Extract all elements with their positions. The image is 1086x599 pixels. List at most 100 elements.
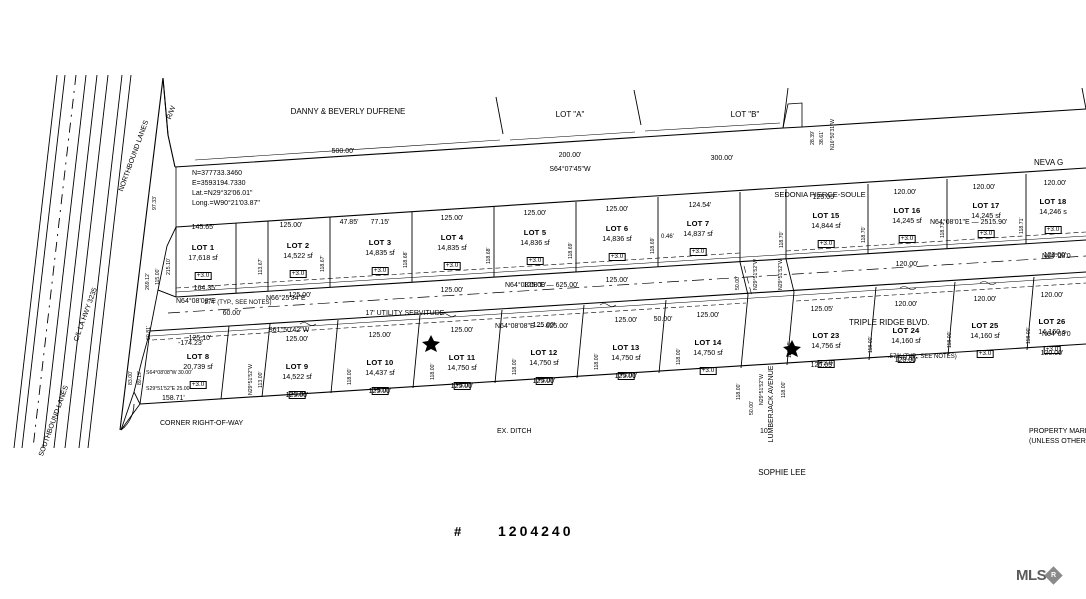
lot-1-name: LOT 1 [191, 243, 215, 252]
lot-7-front: 124.54' [688, 202, 712, 209]
lot-16-name: LOT 16 [893, 206, 921, 215]
dim-corner-3861: 38.61' [819, 131, 825, 145]
coord-longitude: Long.=W90°21'03.87" [192, 200, 260, 207]
lot-10-depth: 118.00' [347, 368, 353, 385]
lot-26-name: LOT 26 [1038, 317, 1066, 326]
lot-25-area: 14,160 sf [970, 331, 1000, 340]
lot-3-front: 77.15' [370, 219, 390, 226]
coord-northing: N=377733.3460 [192, 170, 243, 177]
case-number: 1204240 [498, 523, 574, 539]
lot-25-plus: +3.0 [976, 350, 994, 359]
dim-top-500: 500.00' [331, 148, 355, 155]
dim-4785: 47.85' [339, 219, 359, 226]
front-dim-6: 120.00' [1043, 252, 1067, 259]
lot-2-area: 14,522 sf [283, 251, 313, 260]
lot-5-plus: +3.0 [526, 257, 544, 266]
label-owner-dufrene: DANNY & BEVERLY DUFRENE [290, 107, 406, 116]
label-corner-right-of-way: CORNER RIGHT-OF-WAY [160, 420, 244, 427]
lot-23-front: 125.05' [810, 306, 834, 313]
lot-24-name: LOT 24 [892, 326, 920, 335]
label-lot-a: LOT "A" [555, 110, 585, 119]
bearing-front-left2: N66°25'34"E [266, 295, 306, 302]
dim-6081: 60.81' [146, 326, 152, 340]
lot-10-plus: +3.0 [371, 387, 389, 396]
lot-16-depth: 118.70' [861, 226, 867, 243]
lot-18-name: LOT 18 [1039, 197, 1067, 206]
mls-watermark-text: MLS [1016, 567, 1047, 584]
lot-12-depth: 118.00' [512, 358, 518, 375]
lot-11-depth: 118.00' [430, 363, 436, 380]
lot-12-plus: +3.0 [535, 377, 553, 386]
lot-8-area: 20,739 sf [183, 362, 213, 371]
lumberjack-dim-1: 50.00' [735, 276, 741, 290]
lot-18-plus: +3.0 [1044, 226, 1062, 235]
bearing-bottom-left: S61°50'42"W [268, 327, 310, 334]
lot-11-plus: +3.0 [453, 382, 471, 391]
front-dim-3: 125.00' [523, 282, 547, 289]
lot-7-area: 14,837 sf [683, 229, 713, 238]
lot-26-depth: 118.00' [1026, 327, 1032, 344]
lot-12-area: 14,750 sf [529, 358, 559, 367]
front-dim-5: 120.00' [895, 261, 919, 268]
lot-23-depth: 118.00' [787, 341, 793, 358]
lot-6-area: 14,836 sf [602, 234, 632, 243]
lot-8-plus: +3.0 [189, 381, 207, 390]
mls-watermark-badge: R [1044, 566, 1063, 585]
lot-24-area: 14,160 sf [891, 336, 921, 345]
lot-18-depth: 118.71' [1019, 217, 1025, 234]
lot-10-area: 14,437 sf [365, 368, 395, 377]
lot-10-name: LOT 10 [366, 358, 394, 367]
dim-top-300: 300.00' [710, 155, 734, 162]
lot-14-plus: +3.0 [699, 367, 717, 376]
dim-top-200: 200.00' [558, 152, 582, 159]
rear-dim-13: 125.00' [614, 373, 638, 380]
lot-9-area: 14,522 sf [282, 372, 312, 381]
lot-2-front: 125.00' [279, 222, 303, 229]
lot-4-plus: +3.0 [443, 262, 461, 271]
lot-17-plus: +3.0 [977, 230, 995, 239]
front-dim-4: 125.00' [605, 277, 629, 284]
front-dim-2: 125.00' [440, 287, 464, 294]
lot-15-front: 125.05' [812, 194, 836, 201]
label-property-marker: PROPERTY MARK [1029, 428, 1086, 435]
front-dim-16435: 164.35' [193, 285, 217, 292]
lot-9-depth: 113.00' [258, 371, 264, 388]
bearing-rear-2515: N64°08'01"E — 2515.90' [930, 219, 1008, 226]
bearing-bottom-right: N64°08'0 [1042, 331, 1071, 338]
lot-15-plus: +3.0 [817, 240, 835, 249]
coord-easting: E=3593194.7330 [192, 180, 246, 187]
label-sedonia: SEDONIA PIERCE-SOULE [774, 190, 866, 199]
dim-8300: 83.00' [128, 371, 134, 385]
lot-12-name: LOT 12 [530, 348, 558, 357]
lot-4-depth: 118.68' [403, 251, 409, 268]
lot-26-area: 14,160 s [1038, 327, 1066, 336]
rear-dim-12: 125.00' [532, 378, 556, 385]
lot-7-plus: +3.0 [689, 248, 707, 257]
rear-dim-11: 125.00' [450, 383, 474, 390]
lot-13-depth: 118.00' [594, 353, 600, 370]
front-dim-1: 125.00' [288, 292, 312, 299]
lot-4-front: 125.00' [440, 215, 464, 222]
rear-dim-23: 125.05' [810, 362, 834, 369]
lot-6-plus: +3.0 [608, 253, 626, 262]
dim-26912: 269.12' [145, 273, 151, 290]
lot-5-area: 14,836 sf [520, 238, 550, 247]
dim-radius-2: S29°51'52"E 25.00' [146, 386, 191, 392]
lot-8-name: LOT 8 [186, 352, 210, 361]
lot-6-depth: 118.69' [568, 242, 574, 259]
lot-8-front: 125.10' [188, 335, 212, 342]
dim-9733: 97.33' [152, 196, 158, 210]
lot-2-name: LOT 2 [286, 241, 310, 250]
lot-9-front: 125.00' [285, 336, 309, 343]
rear-dim-9: 125.00' [285, 392, 309, 399]
label-triple-ridge: TRIPLE RIDGE BLVD. [849, 318, 930, 327]
lot-5-depth: 118.68' [486, 247, 492, 264]
lot-11-name: LOT 11 [448, 353, 476, 362]
coord-latitude: Lat.=N29°32'06.01" [192, 190, 253, 197]
lot-23-area: 14,756 sf [811, 341, 841, 350]
lot-26-plus: +3.0 [1043, 346, 1061, 355]
lot-4-name: LOT 4 [440, 233, 464, 242]
lot-14-depth: 118.00' [676, 348, 682, 365]
lot-1-area: 17,618 sf [188, 253, 218, 262]
lot-4-area: 14,835 sf [437, 243, 467, 252]
